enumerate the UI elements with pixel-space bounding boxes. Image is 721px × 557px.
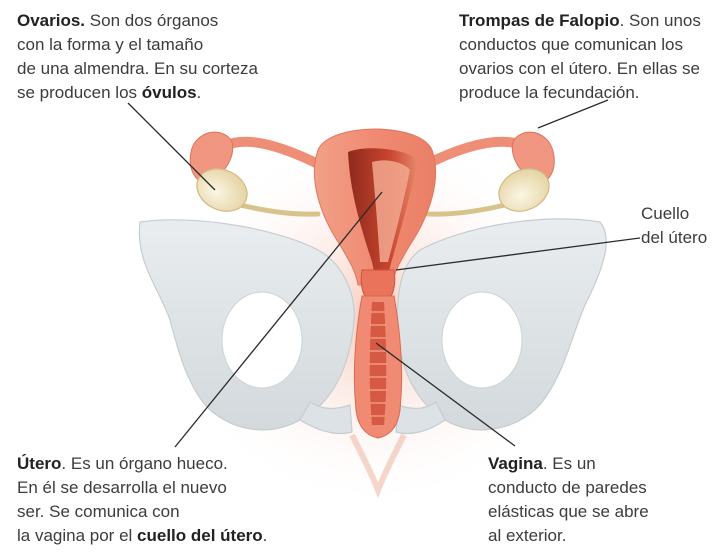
- leader-ovarios: [127, 102, 216, 191]
- leader-trompas: [537, 99, 609, 129]
- term-ovarios: Ovarios.: [17, 11, 86, 30]
- leader-cuello: [395, 237, 641, 271]
- ovarian-ligaments: [237, 202, 508, 217]
- leader-utero: [174, 191, 383, 448]
- ovaries: [196, 168, 550, 212]
- pelvis-left-ramus: [299, 401, 353, 435]
- term-utero: Útero: [17, 454, 62, 473]
- label-cuello: Cuello del útero: [641, 204, 708, 247]
- label-trompas: Trompas de Falopio. Son unos conductos q…: [459, 11, 701, 102]
- label-vagina: Vagina. Es un conducto de paredes elásti…: [488, 454, 649, 545]
- term-trompas: Trompas de Falopio: [459, 11, 620, 30]
- leader-lines: [127, 99, 641, 448]
- label-utero: Útero. Es un órgano hueco. En él se desa…: [17, 454, 268, 545]
- label-ovarios: Ovarios. Son dos órganos con la forma y …: [17, 11, 258, 102]
- term-ovulos: óvulos: [141, 83, 197, 102]
- cervix: [360, 269, 396, 299]
- right-ovary: [498, 168, 550, 212]
- term-cuello-utero: cuello del útero: [137, 526, 263, 545]
- leader-vagina: [375, 342, 516, 447]
- vulva: [349, 433, 407, 499]
- term-vagina: Vagina: [488, 454, 543, 473]
- endometrium-lining: [372, 160, 410, 262]
- left-ovary: [196, 168, 248, 212]
- rugae-folds: [369, 311, 387, 417]
